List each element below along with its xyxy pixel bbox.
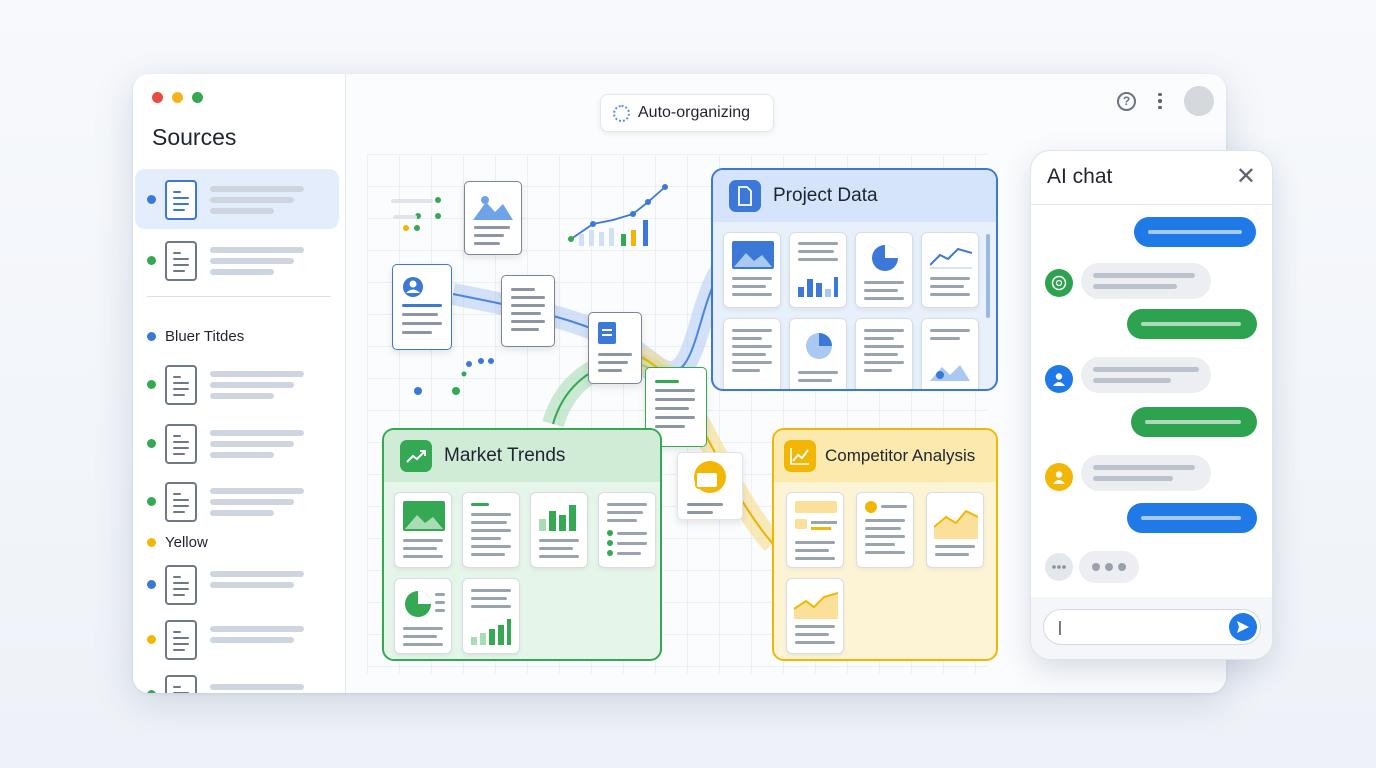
more-vert-icon[interactable] [1150, 91, 1170, 111]
incoming-message [1081, 263, 1211, 299]
source-status-dot [147, 580, 156, 589]
floating-profile-doc[interactable] [392, 264, 452, 350]
user-avatar-icon [1045, 463, 1073, 491]
document-icon [165, 675, 197, 693]
outgoing-message [1134, 217, 1256, 247]
line-chart-thumbnail[interactable] [921, 232, 979, 308]
pie-chart-thumbnail[interactable] [855, 232, 913, 308]
document-icon [165, 180, 197, 220]
incoming-message [1081, 357, 1211, 393]
close-icon[interactable]: ✕ [1235, 163, 1256, 190]
source-status-dot [147, 690, 156, 693]
assistant-avatar-icon [1045, 269, 1073, 297]
maximize-window-dot[interactable] [192, 92, 203, 103]
sidebar-title: Sources [152, 124, 237, 150]
document-icon [729, 180, 761, 212]
source-item[interactable] [135, 169, 339, 229]
floating-image-doc[interactable] [464, 181, 522, 255]
area-chart-thumbnail[interactable] [786, 578, 844, 654]
document-icon [165, 620, 197, 660]
form-thumbnail[interactable] [786, 492, 844, 568]
sidebar-divider [147, 296, 331, 297]
section-label-blue: Bluer Titdes [147, 328, 244, 345]
document-icon [165, 365, 197, 405]
source-status-dot [147, 635, 156, 644]
source-item[interactable] [135, 471, 339, 531]
source-status-dot [147, 380, 156, 389]
window-controls-overlay [152, 92, 203, 103]
section-label-yellow: Yellow [147, 534, 208, 551]
source-item[interactable] [135, 230, 339, 290]
bar-chart-thumbnail[interactable] [530, 492, 588, 568]
image-thumbnail[interactable] [394, 492, 452, 568]
text-doc-thumbnail[interactable] [723, 318, 781, 389]
typing-indicator [1079, 551, 1139, 583]
loading-spinner-icon [613, 104, 630, 122]
user-avatar-icon [1045, 365, 1073, 393]
project-data-group[interactable]: Project Data [711, 168, 998, 391]
bar-chart-thumbnail[interactable] [462, 578, 520, 654]
document-icon [165, 241, 197, 281]
typing-avatar-icon [1045, 553, 1073, 581]
pie-chart-thumbnail[interactable] [789, 318, 847, 389]
area-chart-thumbnail[interactable] [926, 492, 984, 568]
source-status-dot [147, 195, 156, 204]
image-doc-thumbnail[interactable] [921, 318, 979, 389]
sources-sidebar: Sources [133, 74, 346, 693]
chat-message-input[interactable] [1043, 609, 1261, 645]
top-right-actions: ? [1117, 86, 1214, 116]
image-thumbnail[interactable] [723, 232, 781, 308]
text-doc-thumbnail[interactable] [855, 318, 913, 389]
source-item[interactable] [135, 554, 339, 614]
help-icon[interactable]: ? [1117, 91, 1136, 111]
source-status-dot [147, 497, 156, 506]
document-icon [165, 424, 197, 464]
document-icon [165, 565, 197, 605]
pie-chart-thumbnail[interactable] [394, 578, 452, 654]
competitor-analysis-header[interactable]: Competitor Analysis [774, 430, 996, 482]
outgoing-message [1127, 503, 1257, 533]
line-chart-icon [784, 440, 816, 472]
outgoing-message [1127, 309, 1257, 339]
group-scrollbar[interactable] [986, 234, 990, 318]
text-doc-thumbnail[interactable] [462, 492, 520, 568]
market-trends-group[interactable]: Market Trends [382, 428, 662, 661]
market-trends-header[interactable]: Market Trends [384, 430, 660, 482]
source-status-dot [147, 256, 156, 265]
ai-chat-panel: AI chat ✕ [1030, 150, 1273, 660]
source-item[interactable] [135, 664, 339, 693]
floating-green-doc[interactable] [645, 367, 707, 447]
minimize-window-dot[interactable] [172, 92, 183, 103]
document-icon [165, 482, 197, 522]
avatar[interactable] [1184, 86, 1214, 116]
floating-text-doc[interactable] [501, 275, 555, 347]
trending-up-icon [400, 440, 432, 472]
competitor-analysis-group[interactable]: Competitor Analysis [772, 428, 998, 661]
send-icon[interactable] [1229, 613, 1257, 641]
project-data-header[interactable]: Project Data [713, 170, 996, 222]
chat-title: AI chat [1047, 165, 1113, 188]
source-item[interactable] [135, 609, 339, 669]
chat-message-list[interactable] [1031, 205, 1272, 597]
auto-organizing-status[interactable]: Auto-organizing [600, 94, 774, 132]
checklist-thumbnail[interactable] [598, 492, 656, 568]
outgoing-message [1131, 407, 1257, 437]
bar-chart-thumbnail[interactable] [789, 232, 847, 308]
source-item[interactable] [135, 413, 339, 473]
profile-thumbnail[interactable] [856, 492, 914, 568]
incoming-message [1081, 455, 1211, 491]
chat-composer [1031, 597, 1272, 659]
source-item[interactable] [135, 354, 339, 414]
close-window-dot[interactable] [152, 92, 163, 103]
floating-slides-doc[interactable] [677, 452, 743, 520]
source-status-dot [147, 439, 156, 448]
floating-blue-doc[interactable] [588, 312, 642, 384]
chat-header-divider [1031, 204, 1272, 205]
